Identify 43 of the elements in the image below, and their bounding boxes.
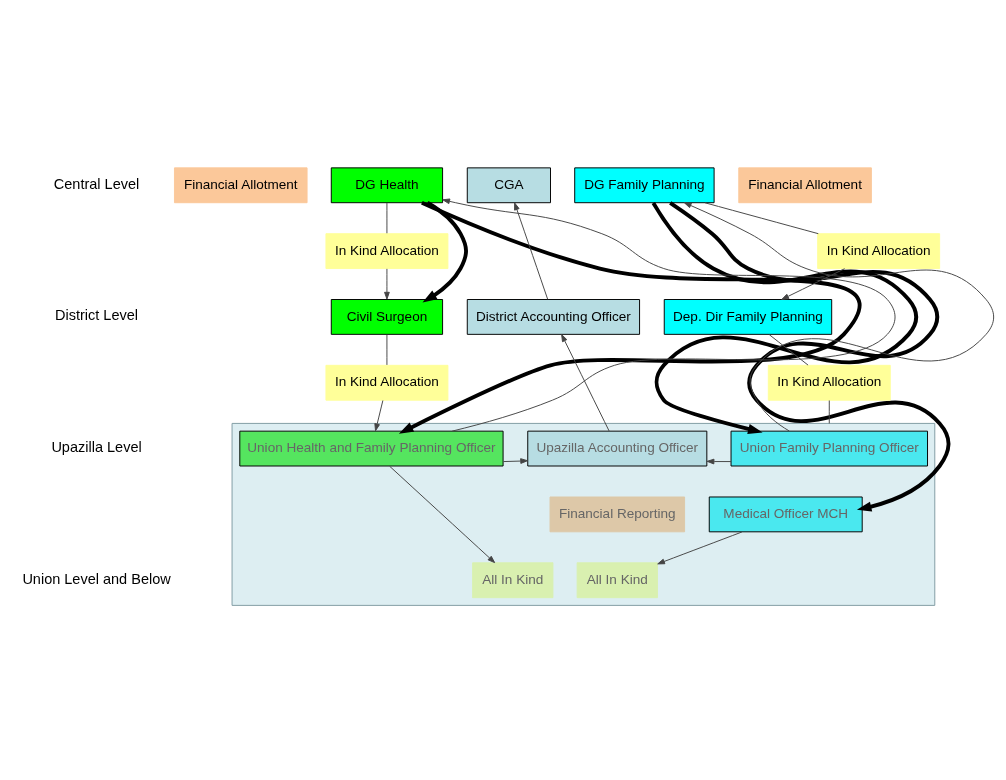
node-box: In Kind Allocation: [817, 232, 941, 269]
node-box: In Kind Allocation: [767, 364, 891, 401]
node-box: DG Family Planning: [574, 166, 715, 203]
arrow: [706, 458, 732, 464]
arrow: [651, 201, 919, 434]
node-box: In Kind Allocation: [325, 232, 449, 269]
arrow: [422, 200, 468, 302]
arrow: [514, 201, 549, 300]
node-box: Union Family Planning Officer: [730, 430, 928, 466]
arrow: [657, 531, 743, 564]
arrow: [503, 457, 528, 464]
label: District Level: [55, 306, 139, 323]
arrow: [781, 267, 846, 300]
node-box: All In Kind: [576, 561, 658, 598]
connector: [386, 202, 388, 234]
label: Upazilla Level: [51, 438, 142, 455]
node-box: In Kind Allocation: [325, 364, 449, 401]
node-box: Financial Allotment: [738, 166, 872, 203]
node-box: Financial Allotment: [173, 166, 308, 203]
arrow: [683, 201, 995, 431]
label: Union Level and Below: [22, 570, 171, 587]
arrow: [374, 399, 384, 431]
node-box: Medical Officer MCH: [708, 496, 863, 532]
connector: [828, 399, 830, 424]
node-box: District Accounting Officer: [466, 298, 641, 335]
node-box: Financial Reporting: [549, 496, 686, 532]
node-box: Dep. Dir Family Planning: [663, 298, 833, 335]
arrow: [398, 200, 862, 434]
node-box: CGA: [466, 166, 551, 203]
node-box: DG Health: [330, 166, 444, 203]
connector: [768, 333, 809, 366]
arrow: [561, 333, 610, 431]
node-box: Civil Surgeon: [330, 298, 444, 335]
connector: [386, 333, 388, 365]
node-box: All In Kind: [472, 561, 554, 598]
node-box: Upazilla Accounting Officer: [527, 430, 708, 466]
node-box: Union Health and Family Planning Officer: [239, 430, 504, 466]
connector: [704, 201, 819, 234]
arrow: [669, 200, 951, 512]
arrow: [442, 198, 896, 432]
arrow: [389, 465, 496, 563]
arrow: [384, 267, 390, 300]
label: Central Level: [53, 175, 140, 192]
